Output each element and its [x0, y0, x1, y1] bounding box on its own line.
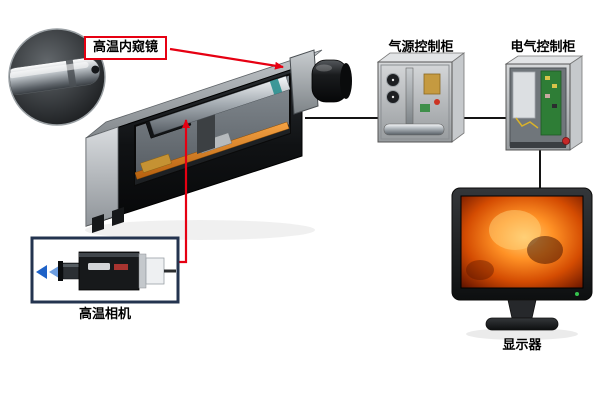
- air-control-cabinet: [376, 52, 466, 143]
- camera-band: [138, 253, 147, 289]
- housing-cutaway: [134, 72, 291, 187]
- guide-rail: [135, 121, 290, 180]
- high-temp-camera: [58, 251, 176, 291]
- label-air-cabinet: 气源控制柜: [388, 40, 454, 55]
- housing-floor-shadow: [85, 220, 315, 240]
- traverse-housing: [85, 49, 352, 233]
- probe-highlight: [9, 61, 89, 79]
- label-endoscope: 高温内窥镜: [84, 36, 168, 60]
- electrical-cabinet-side: [569, 55, 583, 151]
- furnace-hotspot: [489, 210, 541, 250]
- camera-body-highlight: [79, 253, 139, 257]
- brass-cylinder: [140, 153, 172, 174]
- gauge-needle-hub: [391, 78, 395, 82]
- probe-lens: [91, 65, 100, 74]
- pcb-chip: [545, 76, 550, 80]
- pcb-board: [540, 70, 562, 136]
- callout-camera-line: [178, 119, 190, 264]
- mount-flange: [289, 49, 319, 115]
- emergency-button: [562, 137, 570, 145]
- electrical-control-cabinet: [504, 55, 584, 151]
- monitor: [451, 187, 593, 340]
- gauge-needle-hub: [391, 95, 395, 99]
- air-pipe: [405, 67, 414, 125]
- air-cabinet-frame: [380, 64, 450, 140]
- cabinet-wiring: [515, 117, 539, 129]
- label-electrical-cabinet: 电气控制柜: [510, 40, 576, 55]
- pcb-chip: [552, 104, 557, 108]
- label-camera: 高温相机: [78, 307, 131, 322]
- tube-collar: [269, 78, 283, 95]
- camera-lens-ring: [58, 261, 63, 281]
- callout-endoscope-line: [169, 47, 284, 70]
- air-cabinet-side: [451, 52, 465, 143]
- eyepiece-end: [340, 63, 352, 99]
- blue-direction-arrow: [36, 265, 47, 279]
- camera-logo-plate: [88, 263, 110, 270]
- solenoid-valve: [420, 104, 430, 112]
- camera-red-label: [114, 264, 128, 270]
- air-filter-cylinder: [383, 123, 445, 136]
- furnace-dark-spot: [527, 236, 563, 264]
- endoscope-probe: [3, 57, 100, 95]
- endoscope-closeup-inset: [3, 28, 106, 126]
- blue-direction-arrow: [49, 266, 58, 278]
- lens-highlight: [63, 264, 79, 267]
- eyepiece-highlight: [316, 64, 332, 72]
- monitor-base: [485, 317, 559, 331]
- camera-body: [78, 251, 140, 291]
- camera-back-module: [145, 257, 165, 285]
- pcb-chip: [552, 84, 557, 88]
- monitor-shadow: [466, 328, 578, 340]
- monitor-neck: [507, 299, 537, 319]
- eyepiece-assembly: [289, 49, 352, 115]
- valve-block: [423, 73, 441, 95]
- furnace-dark-spot: [466, 260, 494, 280]
- pcb-chip: [545, 94, 550, 98]
- power-led: [575, 292, 579, 296]
- control-panel: [512, 71, 536, 119]
- electrical-cabinet-top: [504, 55, 584, 65]
- cabinet-bottom-strip: [510, 142, 566, 148]
- valve-knob: [434, 99, 440, 105]
- housing-foot: [112, 207, 124, 226]
- housing-foot: [92, 214, 104, 233]
- camera-inset: [30, 236, 180, 304]
- label-monitor: 显示器: [502, 338, 542, 353]
- connector-lines: [169, 47, 541, 264]
